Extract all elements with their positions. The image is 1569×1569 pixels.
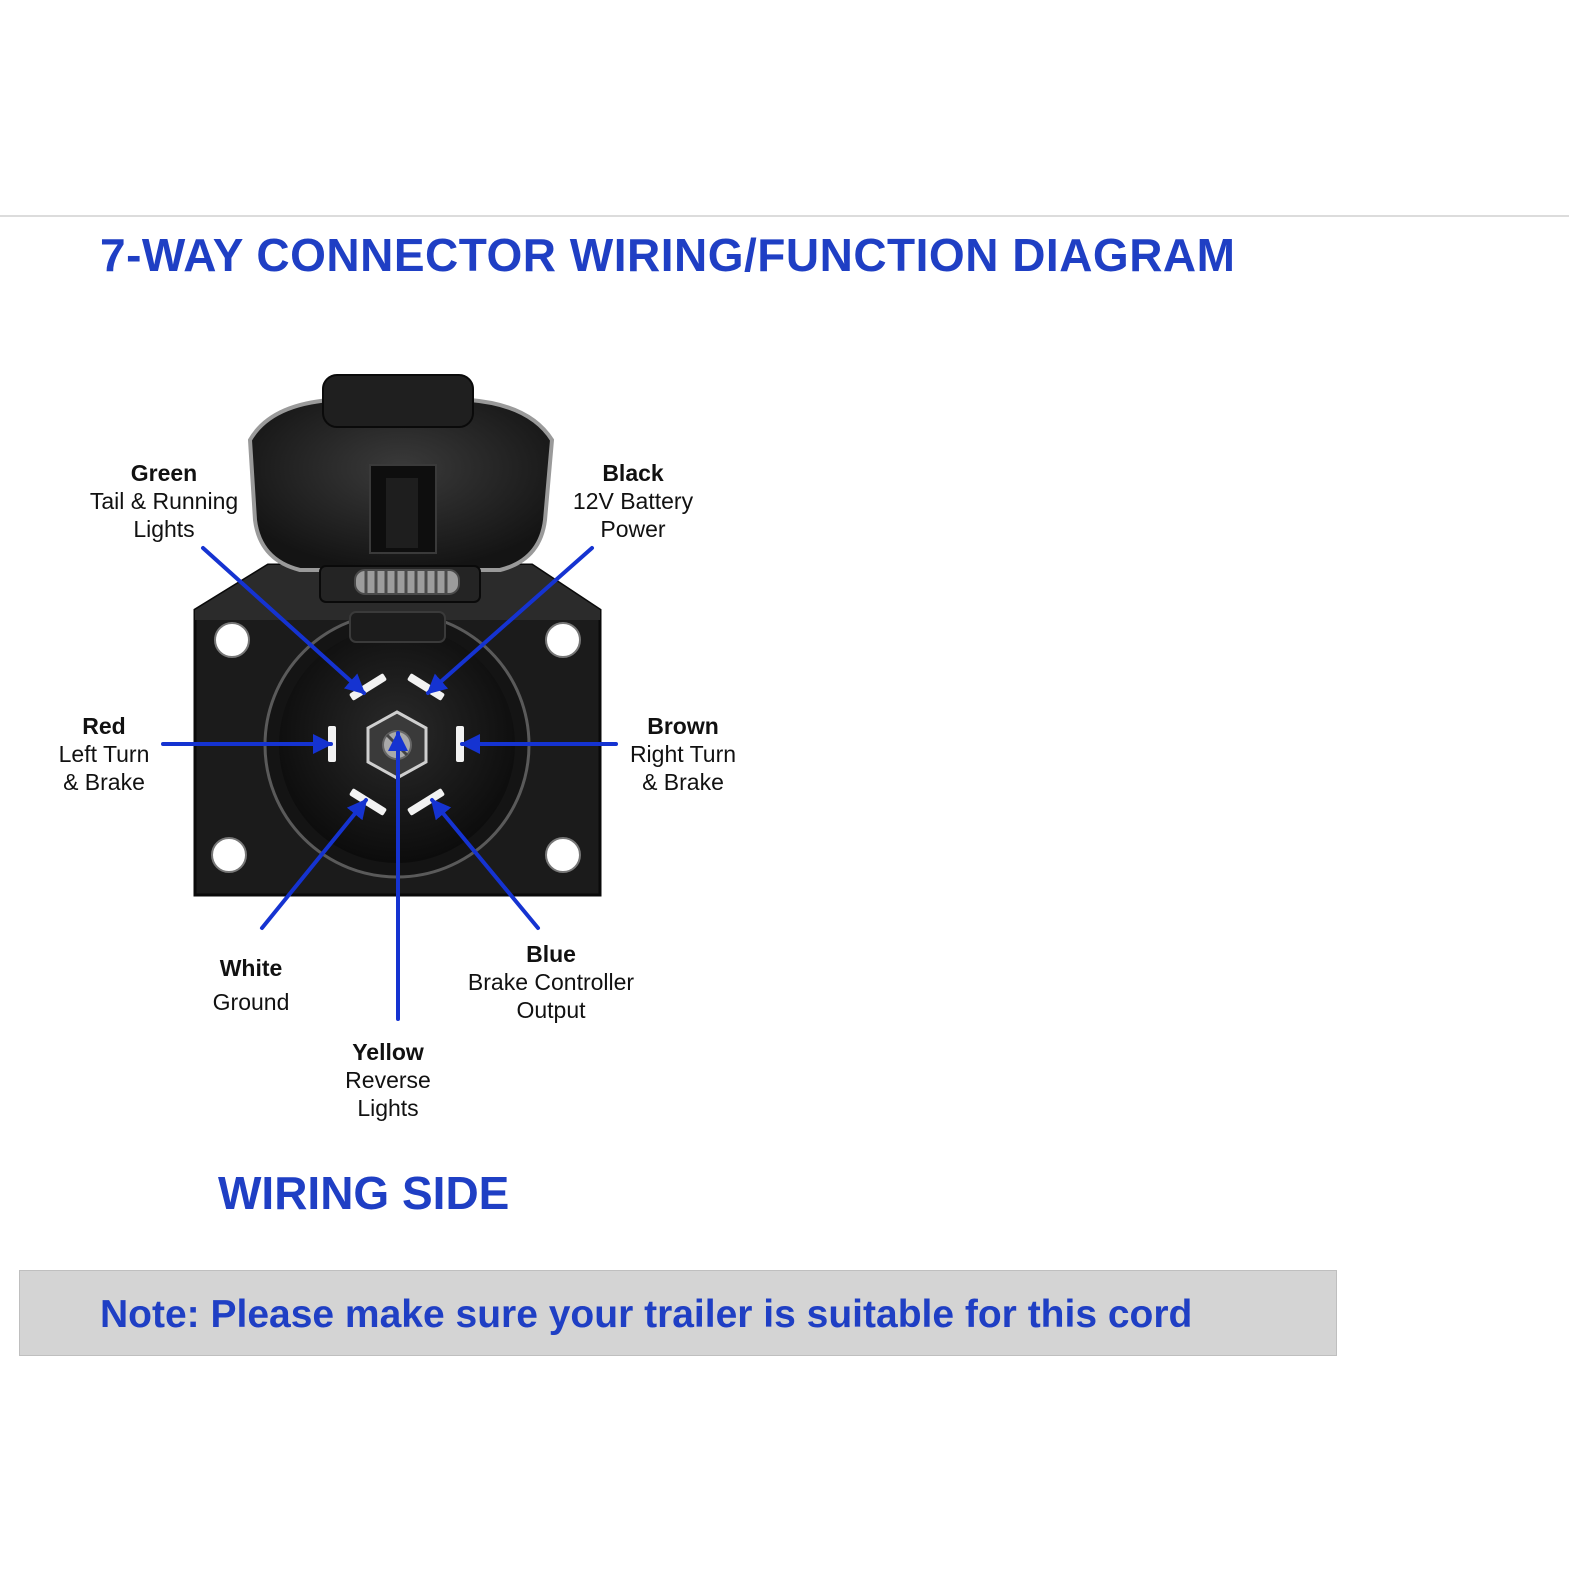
pin-wire-name: Red (82, 713, 126, 739)
pin-function: Reverse Lights (345, 1067, 431, 1121)
wiring-side-heading: WIRING SIDE (218, 1167, 510, 1219)
pin-function: Tail & Running Lights (89, 488, 239, 542)
note-banner: Note: Please make sure your trailer is s… (19, 1270, 1337, 1356)
pin-label-blue: Blue Brake Controller Output (441, 940, 661, 1024)
pin-label-green: Green Tail & Running Lights (64, 459, 264, 543)
pin-wire-name: Yellow (352, 1039, 424, 1065)
top-divider (0, 215, 1569, 217)
pin-function: Left Turn & Brake (58, 741, 150, 795)
pin-label-brown: Brown Right Turn & Brake (603, 712, 763, 796)
terminal-white (349, 788, 387, 816)
leader-white (260, 798, 368, 930)
pin-label-yellow: Yellow Reverse Lights (308, 1038, 468, 1122)
pin-function: Right Turn & Brake (629, 741, 737, 795)
pin-function: Brake Controller Output (467, 969, 635, 1023)
leader-blue (430, 798, 540, 930)
leader-lines (161, 546, 618, 1021)
terminal-blue (407, 788, 445, 816)
pin-wire-name: White (219, 955, 283, 981)
note-text: Note: Please make sure your trailer is s… (100, 1293, 1193, 1336)
pin-wire-name: Black (602, 460, 664, 486)
diagram-title: 7-WAY CONNECTOR WIRING/FUNCTION DIAGRAM (100, 229, 1236, 281)
leader-black (426, 546, 594, 695)
pin-label-white: White Ground (171, 954, 331, 1016)
pin-function: 12V Battery Power (572, 488, 694, 542)
pin-label-red: Red Left Turn & Brake (24, 712, 184, 796)
pin-function: Ground (212, 989, 290, 1015)
pin-wire-name: Blue (526, 941, 576, 967)
pin-wire-name: Green (130, 460, 198, 486)
pin-label-black: Black 12V Battery Power (533, 459, 733, 543)
pin-wire-name: Brown (647, 713, 719, 739)
mounting-holes (211, 622, 581, 873)
hinge-spring (319, 565, 481, 603)
leader-green (201, 546, 366, 695)
connector-lid (247, 374, 555, 572)
